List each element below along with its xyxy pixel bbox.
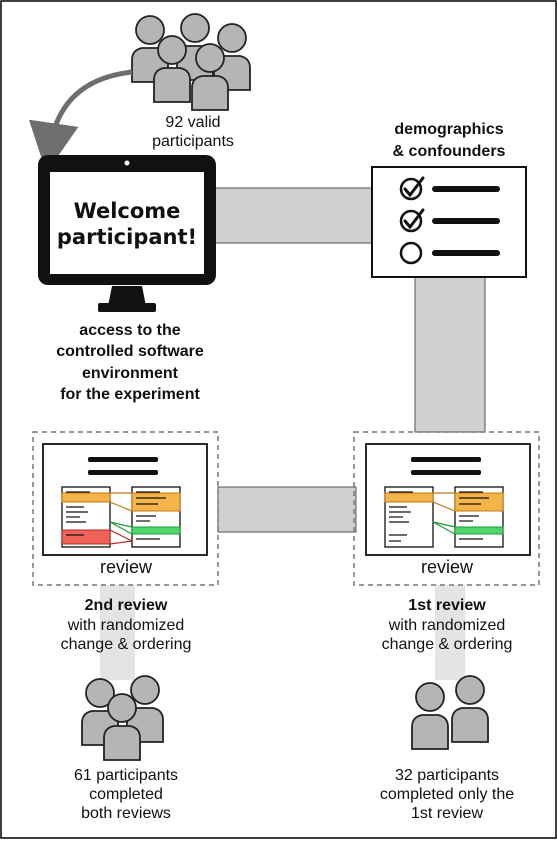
group-left-label-3: both reviews [81, 805, 171, 822]
review-right-desc-2: change & ordering [382, 636, 513, 653]
review-left-title: 2nd review [85, 597, 168, 614]
checklist-item-1 [399, 176, 500, 201]
participants-right-icon [411, 675, 489, 750]
connector-review2-group [100, 585, 135, 680]
connector-review1-group [435, 585, 465, 680]
group-left-label-2: completed [89, 786, 163, 803]
group-left-label-1: 61 participants [74, 767, 178, 784]
survey-title-2: & confounders [393, 143, 506, 160]
review-right-code-icon [365, 443, 531, 556]
connectors [100, 187, 486, 680]
review-left-desc-1: with randomized [67, 617, 185, 634]
review-left-frame [32, 431, 219, 586]
review-left-code-icon [42, 443, 208, 556]
survey-title-1: demographics [394, 121, 503, 138]
review-right-label: review [421, 557, 474, 577]
monitor-icon [38, 155, 216, 312]
connector-monitor-survey [211, 187, 373, 244]
checklist-item-2 [399, 208, 500, 233]
participants-top-label-1: 92 valid [165, 114, 220, 131]
participants-top-label-2: participants [152, 133, 234, 150]
monitor-screen-line-2: participant! [57, 225, 197, 249]
participants-top-icon [131, 13, 251, 111]
monitor-screen-line-1: Welcome [74, 199, 181, 223]
review-right-desc-1: with randomized [388, 617, 506, 634]
participants-left-icon [81, 675, 164, 761]
arrow-to-monitor [28, 69, 133, 173]
check-circle-icon [399, 177, 423, 201]
monitor-caption-3: environment [82, 365, 179, 382]
empty-circle-icon [399, 241, 423, 265]
review-left-label: review [100, 557, 153, 577]
check-circle-icon [399, 209, 423, 233]
review-right-title: 1st review [408, 597, 486, 614]
monitor-caption-2: controlled software [56, 343, 204, 360]
connector-survey-review1 [414, 276, 486, 433]
group-right-label-1: 32 participants [395, 767, 499, 784]
review-left-desc-2: change & ordering [61, 636, 192, 653]
checklist-item-3 [399, 241, 500, 265]
checkmark-icon [403, 208, 425, 230]
monitor-caption-4: for the experiment [60, 386, 200, 403]
group-right-label-3: 1st review [411, 805, 483, 822]
connector-review1-review2 [217, 486, 357, 533]
review-right-frame [353, 431, 540, 586]
checkmark-icon [403, 176, 425, 198]
group-right-label-2: completed only the [380, 786, 514, 803]
monitor-caption-1: access to the [79, 322, 180, 339]
